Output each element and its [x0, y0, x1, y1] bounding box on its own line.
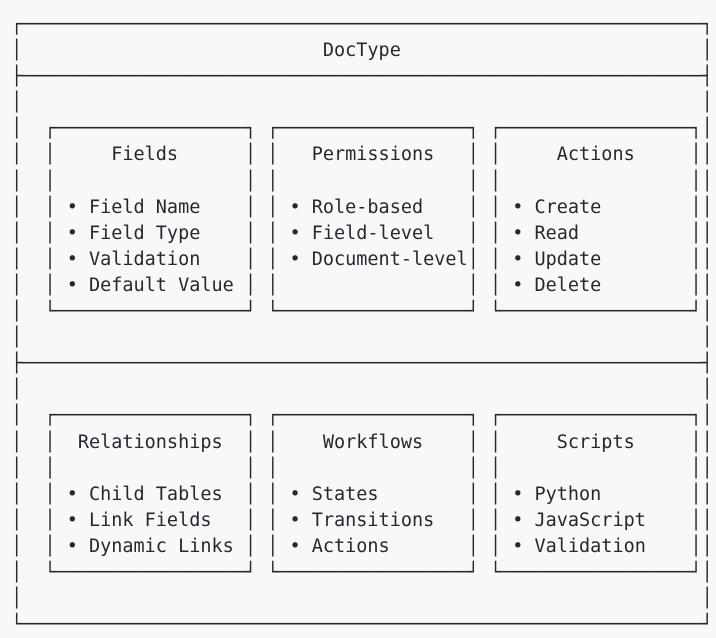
ascii-line-8: │ │ • Field Type │ │ • Field-level │ │ •… [11, 222, 713, 244]
ascii-line-12: │ │ [11, 327, 713, 349]
ascii-line-3: │ │ [11, 92, 713, 114]
ascii-line-23: └───────────────────────────────────────… [11, 614, 713, 636]
ascii-diagram: ┌───────────────────────────────────────… [11, 12, 713, 638]
ascii-line-2: ├───────────────────────────────────────… [11, 66, 713, 88]
ascii-line-22: │ │ [11, 588, 713, 610]
ascii-line-15: │ ┌─────────────────┐ ┌─────────────────… [11, 405, 713, 427]
ascii-line-14: │ │ [11, 379, 713, 401]
ascii-line-6: │ │ │ │ │ │ ││ [11, 170, 713, 192]
ascii-line-19: │ │ • Link Fields │ │ • Transitions │ │ … [11, 509, 713, 531]
ascii-line-21: │ └─────────────────┘ └─────────────────… [11, 561, 713, 583]
ascii-line-5: │ │ Fields │ │ Permissions │ │ Actions │… [11, 144, 713, 166]
ascii-line-18: │ │ • Child Tables │ │ • States │ │ • Py… [11, 483, 713, 505]
ascii-line-0: ┌───────────────────────────────────────… [11, 14, 713, 35]
ascii-line-17: │ │ │ │ │ │ ││ [11, 457, 713, 479]
ascii-line-9: │ │ • Validation │ │ • Document-level│ │… [11, 248, 713, 270]
ascii-line-10: │ │ • Default Value │ │ │ │ • Delete ││ [11, 274, 713, 296]
ascii-line-7: │ │ • Field Name │ │ • Role-based │ │ • … [11, 196, 713, 218]
ascii-line-1: │ DocType │ [11, 40, 713, 62]
ascii-line-13: ├───────────────────────────────────────… [11, 353, 713, 375]
ascii-line-4: │ ┌─────────────────┐ ┌─────────────────… [11, 118, 713, 140]
ascii-line-11: │ └─────────────────┘ └─────────────────… [11, 301, 713, 323]
ascii-line-16: │ │ Relationships │ │ Workflows │ │ Scri… [11, 431, 713, 453]
ascii-line-20: │ │ • Dynamic Links │ │ • Actions │ │ • … [11, 535, 713, 557]
